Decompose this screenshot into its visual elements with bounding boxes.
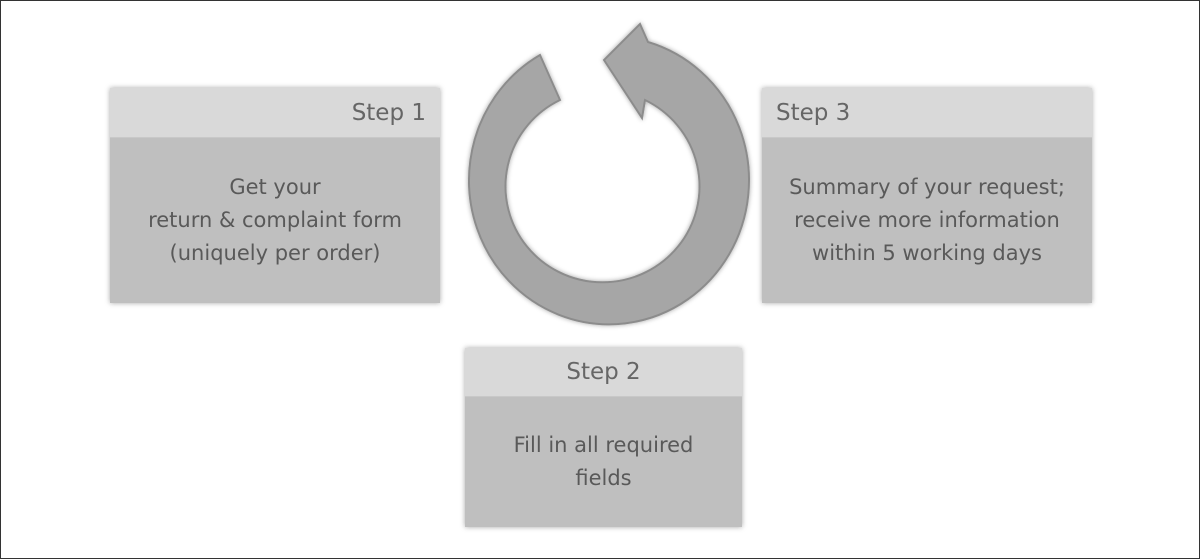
step-2-line: Fill in all required [513,433,694,457]
step-3-line: receive more information [794,208,1060,232]
step-1-card: Step 1 Get your return & complaint form … [110,88,440,303]
step-1-title: Step 1 [110,88,440,138]
step-3-description: Summary of your request; receive more in… [762,138,1092,303]
step-1-description: Get your return & complaint form (unique… [110,138,440,303]
step-1-line: Get your [229,175,321,199]
step-1-line: return & complaint form [148,208,402,232]
step-2-title: Step 2 [465,348,742,397]
step-2-card: Step 2 Fill in all required fields [465,348,742,527]
step-3-card: Step 3 Summary of your request; receive … [762,88,1092,303]
step-1-line: (uniquely per order) [169,241,381,265]
step-2-description: Fill in all required fields [465,397,742,527]
step-3-title: Step 3 [762,88,1092,138]
step-3-line: Summary of your request; [789,175,1065,199]
step-2-line: fields [575,466,632,490]
step-3-line: within 5 working days [812,241,1042,265]
